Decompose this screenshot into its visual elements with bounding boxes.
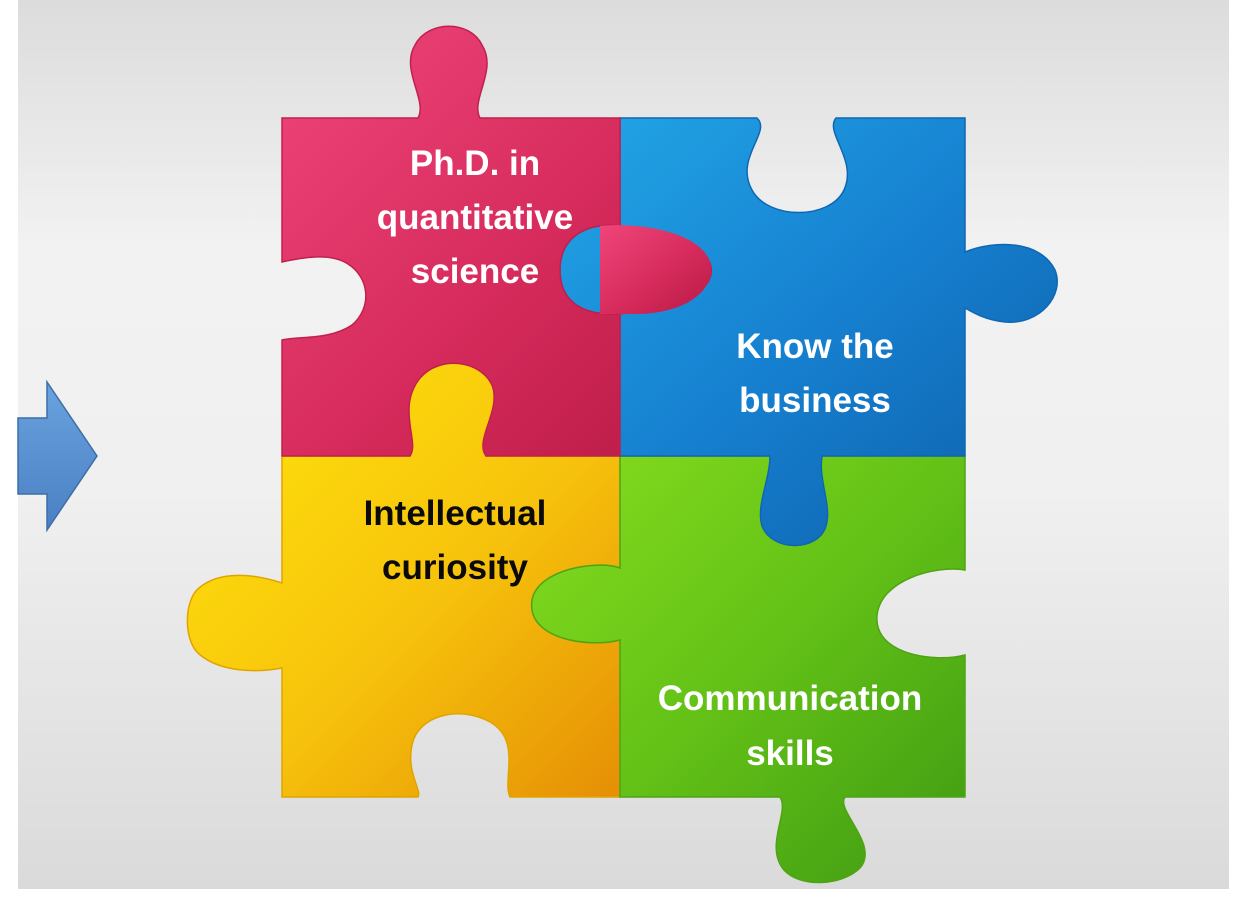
- label-line: Intellectual: [364, 494, 547, 533]
- label-communication-skills: Communication skills: [658, 679, 922, 773]
- label-line: business: [739, 381, 891, 420]
- label-line: Know the: [736, 327, 893, 366]
- arrow-right-icon: [17, 379, 98, 533]
- label-line: skills: [746, 734, 834, 773]
- label-line: quantitative: [377, 198, 573, 237]
- label-phd-quantitative-science: Ph.D. in quantitative science: [377, 144, 573, 291]
- label-line: Communication: [658, 679, 922, 718]
- label-line: science: [411, 252, 539, 291]
- label-line: Ph.D. in: [410, 144, 540, 183]
- puzzle-tab-magenta: [600, 225, 711, 314]
- label-intellectual-curiosity: Intellectual curiosity: [364, 494, 547, 587]
- label-know-the-business: Know the business: [736, 327, 893, 420]
- label-line: curiosity: [382, 548, 528, 587]
